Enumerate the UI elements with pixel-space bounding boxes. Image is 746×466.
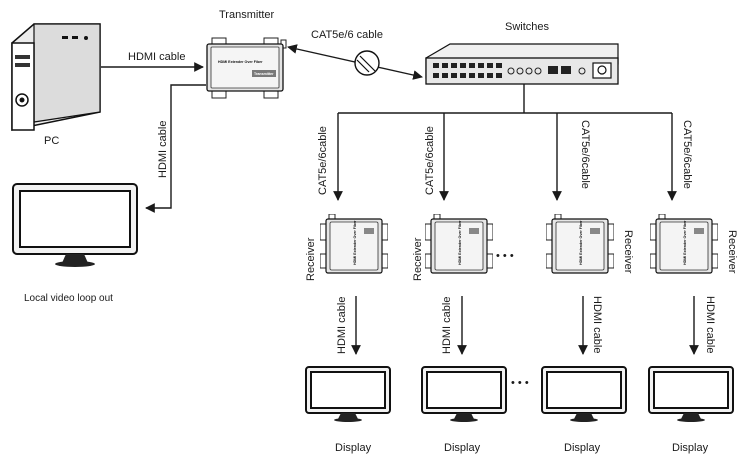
pc-icon — [11, 23, 101, 131]
receiver-face-text-2: HDMI Extender Over Fiber — [458, 220, 462, 265]
hdmi-side-label: HDMI cable — [157, 121, 169, 178]
cat-label-4: CAT5e/6cable — [681, 120, 693, 189]
cat-top-label: CAT5e/6 cable — [311, 29, 383, 41]
hdmi-top-label: HDMI cable — [128, 51, 185, 63]
local-loop-label: Local video loop out — [24, 293, 113, 304]
receiver-device-4: HDMI Extender Over Fiber — [650, 214, 718, 274]
display-monitor-icon-4 — [648, 366, 734, 422]
display-monitor-icon-3 — [541, 366, 627, 422]
receiver-face-text-1: HDMI Extender Over Fiber — [353, 220, 357, 265]
receiver-device-2: HDMI Extender Over Fiber — [425, 214, 493, 274]
transmitter-device: HDMI Extender Over Fiber Transmitter — [206, 37, 287, 99]
cat-label-1: CAT5e/6cable — [317, 126, 329, 195]
receiver-label-3: Receiver — [622, 230, 634, 274]
display-monitor-icon-2 — [421, 366, 507, 422]
hdmi-label-3: HDMI cable — [591, 296, 603, 353]
pc-label: PC — [44, 135, 59, 147]
receiver-device-3: HDMI Extender Over Fiber — [546, 214, 614, 274]
cable-coil-icon — [354, 50, 380, 76]
display-monitor-icon-1 — [305, 366, 391, 422]
receiver-face-text-4: HDMI Extender Over Fiber — [683, 220, 687, 265]
hdmi-label-4: HDMI cable — [704, 296, 716, 353]
receiver-label-2: Receiver — [412, 237, 424, 281]
hdmi-label-1: HDMI cable — [336, 297, 348, 354]
ellipsis-receivers: • • • — [496, 250, 514, 262]
transmitter-badge: Transmitter — [254, 72, 274, 76]
switch-device — [425, 43, 619, 85]
receiver-label-1: Receiver — [305, 237, 317, 281]
hdmi-label-2: HDMI cable — [441, 297, 453, 354]
cat-label-3: CAT5e/6cable — [579, 120, 591, 189]
receiver-label-4: Receiver — [726, 230, 738, 274]
transmitter-face-text: HDMI Extender Over Fiber — [218, 60, 263, 64]
transmitter-label: Transmitter — [219, 9, 275, 21]
cat-label-2: CAT5e/6cable — [424, 126, 436, 195]
loop-out-arrow — [145, 84, 206, 213]
receiver-device-1: HDMI Extender Over Fiber — [320, 214, 388, 274]
local-monitor-icon — [12, 183, 138, 267]
display-label-1: Display — [335, 442, 372, 454]
display-label-3: Display — [564, 442, 601, 454]
switches-label: Switches — [505, 21, 550, 33]
receiver-face-text-3: HDMI Extender Over Fiber — [579, 220, 583, 265]
display-label-2: Display — [444, 442, 481, 454]
display-label-4: Display — [672, 442, 709, 454]
ellipsis-displays: • • • — [511, 377, 529, 389]
